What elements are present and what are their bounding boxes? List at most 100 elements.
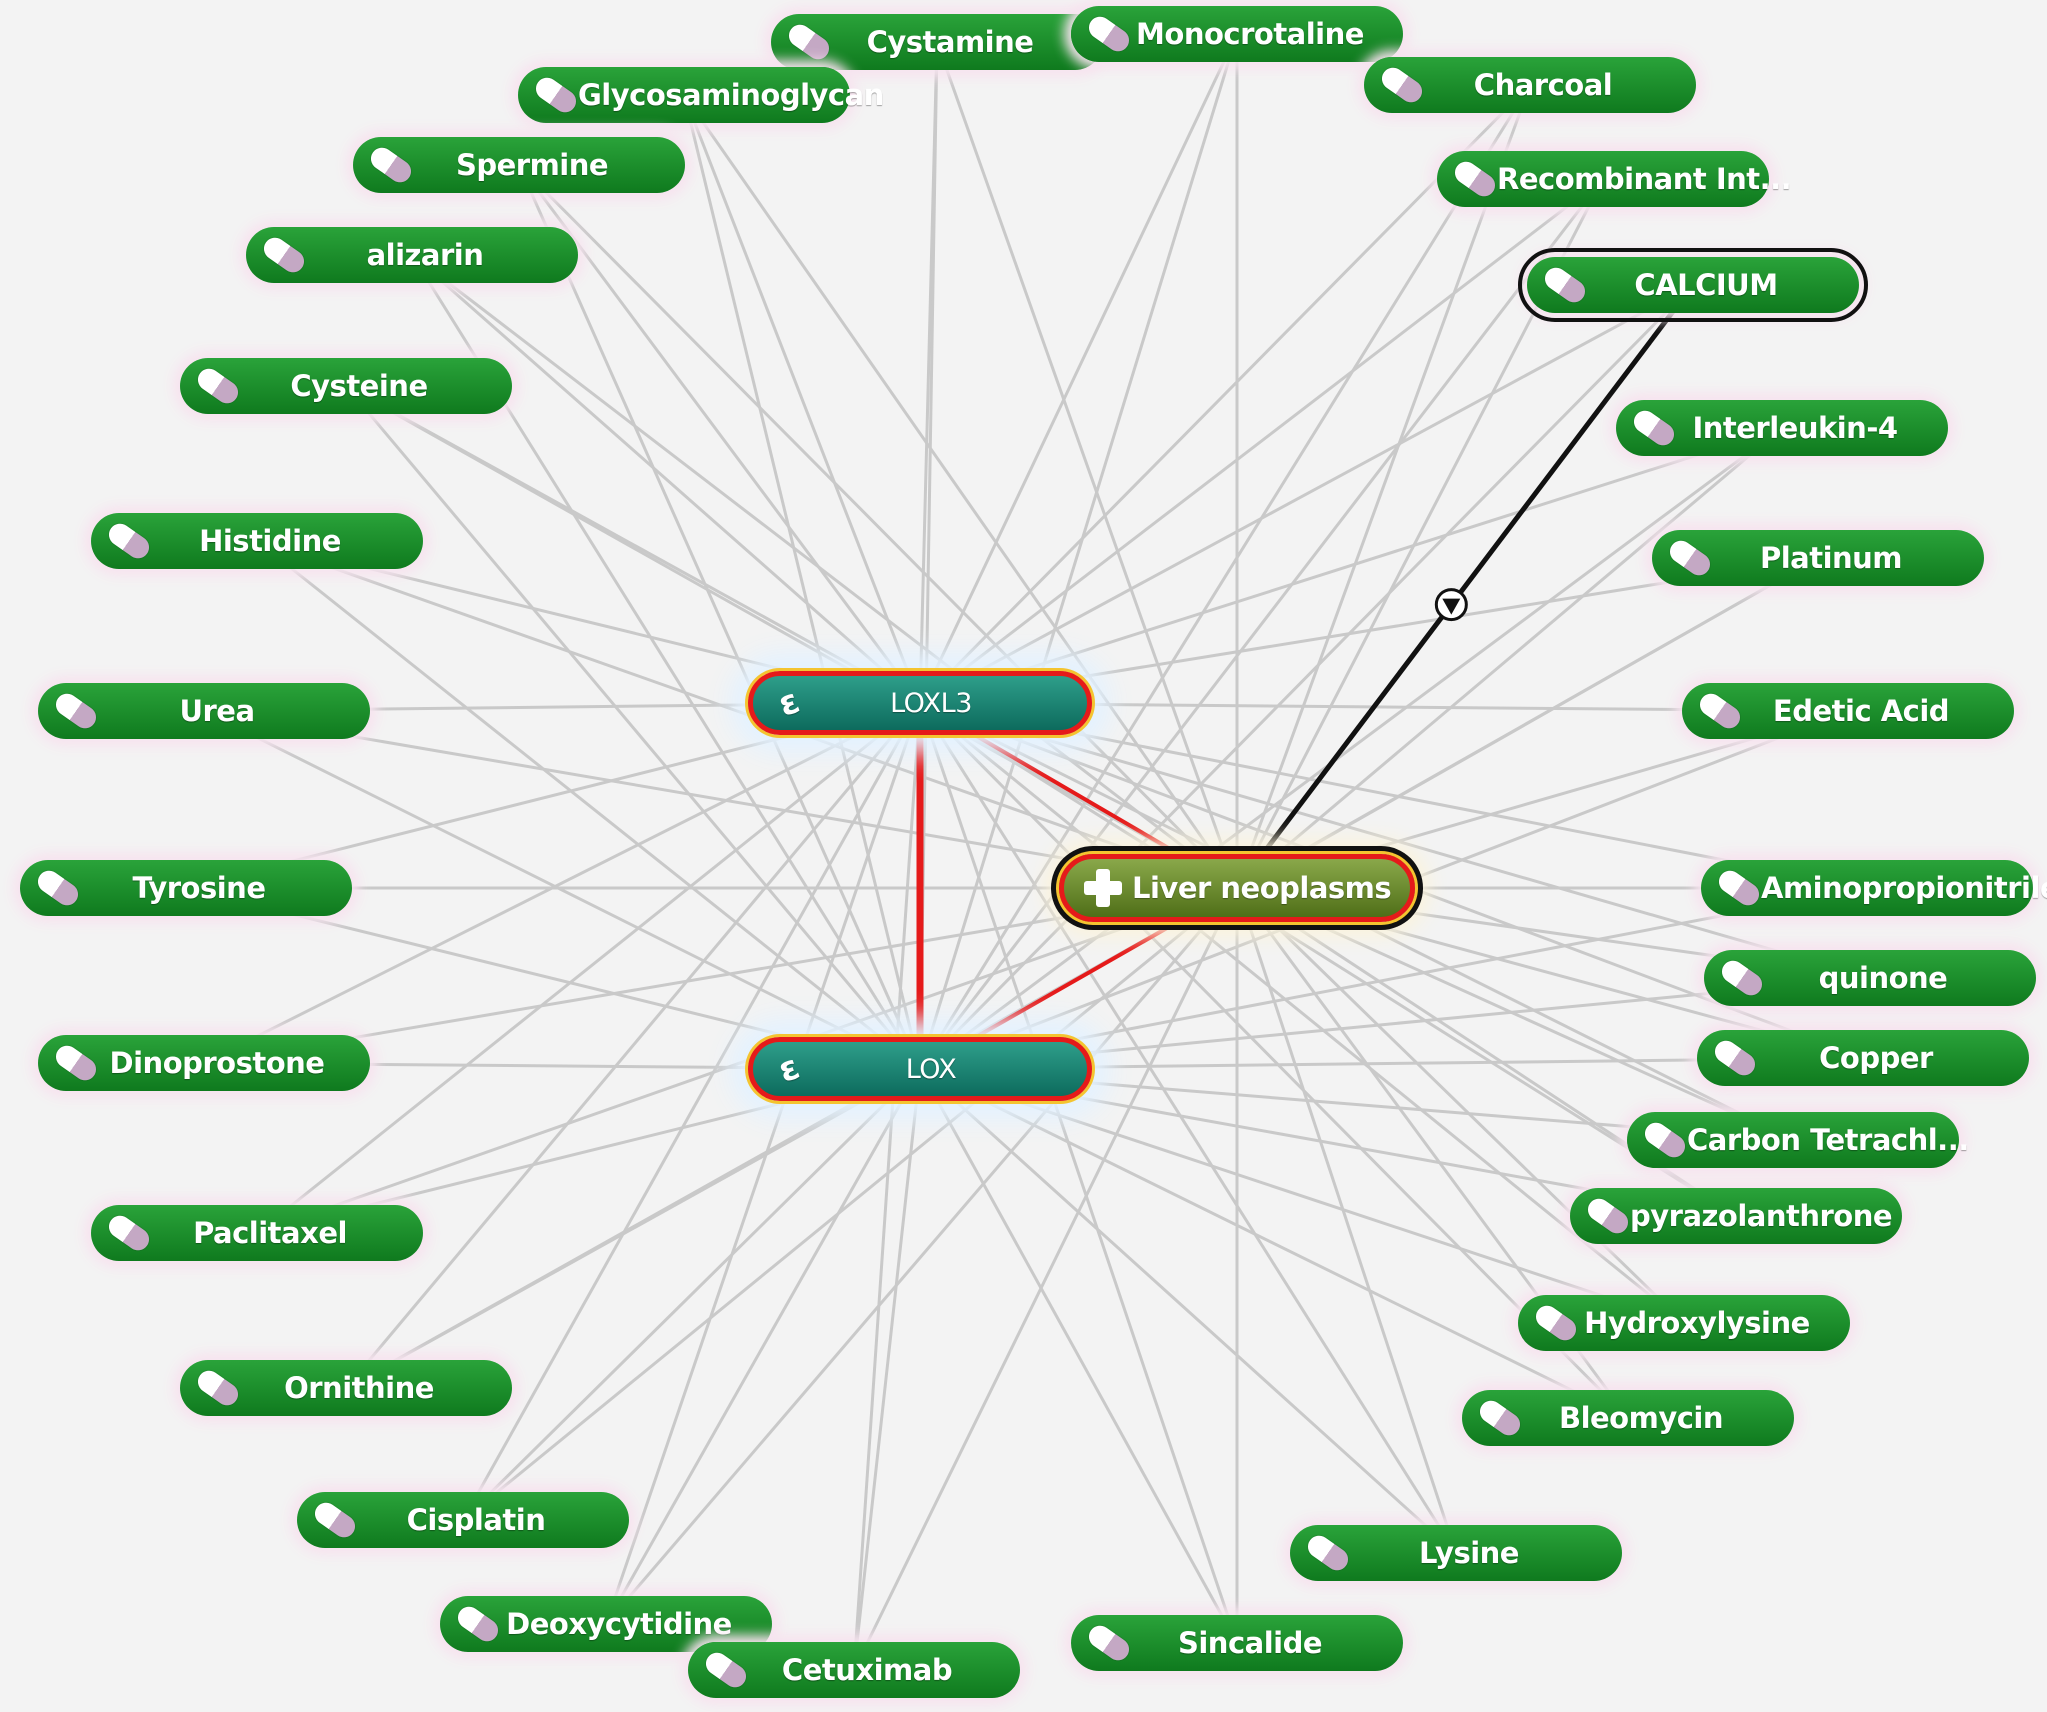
drug-node-cysteine[interactable]: Cysteine xyxy=(180,358,512,414)
edge-line xyxy=(1236,556,1819,890)
gene-label: LOXL3 xyxy=(890,687,972,719)
drug-node-carbon-tetrachloride[interactable]: Carbon Tetrachl... xyxy=(1627,1112,1969,1168)
edge-line xyxy=(517,163,1239,890)
drug-node-sincalide[interactable]: Sincalide xyxy=(1071,1615,1403,1671)
pill-icon xyxy=(104,519,154,563)
drug-label: Hydroxylysine xyxy=(1584,1306,1810,1340)
pill-icon xyxy=(701,1648,751,1692)
edge-line xyxy=(604,887,1239,1625)
drug-node-cetuximab[interactable]: Cetuximab xyxy=(688,1642,1020,1698)
edge-line xyxy=(919,426,1783,1071)
disease-node-liver-neoplasms[interactable]: Liver neoplasms xyxy=(1059,854,1415,922)
drug-node-glycosaminoglycan[interactable]: Glycosaminoglycan xyxy=(518,67,884,123)
selected-edge xyxy=(1235,283,1695,890)
gene-node-loxl3[interactable]: ε LOXL3 xyxy=(748,671,1092,735)
drug-node-monocrotaline[interactable]: Monocrotaline xyxy=(1071,6,1403,62)
drug-node-pyrazolanthrone[interactable]: pyrazolanthrone xyxy=(1570,1188,1902,1244)
drug-node-platinum[interactable]: Platinum xyxy=(1652,530,1984,586)
edge-line xyxy=(918,178,1605,1070)
drug-label: Lysine xyxy=(1419,1536,1519,1570)
pill-icon xyxy=(1531,1301,1581,1345)
pill-icon xyxy=(1084,12,1134,56)
edge-line xyxy=(919,701,1871,980)
edge-line xyxy=(517,164,922,1070)
drug-node-hydroxylysine[interactable]: Hydroxylysine xyxy=(1518,1295,1850,1351)
drug-label: Histidine xyxy=(199,524,341,558)
edge-line xyxy=(919,701,1737,1218)
drug-label: alizarin xyxy=(366,238,484,272)
edge-line xyxy=(461,1067,922,1522)
drug-label: Sincalide xyxy=(1177,1626,1323,1660)
pill-icon xyxy=(1303,1531,1353,1575)
edge-line xyxy=(935,41,1239,889)
drug-node-aminopropionitrile[interactable]: Aminopropionitrile xyxy=(1701,860,2047,916)
drug-node-lysine[interactable]: Lysine xyxy=(1290,1525,1622,1581)
pill-icon xyxy=(1665,536,1715,580)
edge-line xyxy=(203,701,921,1065)
edge-line xyxy=(918,33,1239,1070)
pill-icon xyxy=(310,1498,360,1542)
drug-node-paclitaxel[interactable]: Paclitaxel xyxy=(91,1205,423,1261)
pill-icon xyxy=(1629,406,1679,450)
pill-icon xyxy=(1640,1118,1690,1162)
drug-node-charcoal[interactable]: Charcoal xyxy=(1364,57,1696,113)
cross-icon xyxy=(1082,867,1124,909)
drug-node-calcium[interactable]: CALCIUM xyxy=(1518,248,1868,322)
gene-node-lox[interactable]: ε LOX xyxy=(748,1037,1092,1101)
drug-label: Paclitaxel xyxy=(193,1216,347,1250)
drug-node-dinoprostone[interactable]: Dinoprostone xyxy=(38,1035,370,1091)
drug-node-urea[interactable]: Urea xyxy=(38,683,370,739)
pill-icon xyxy=(784,20,834,64)
edge-line xyxy=(203,709,921,1071)
pill-icon xyxy=(259,233,309,277)
drug-label: Cisplatin xyxy=(406,1503,546,1537)
pill-icon xyxy=(1695,689,1745,733)
drug-label: Cetuximab xyxy=(781,1653,953,1687)
edge-line xyxy=(203,886,1238,1065)
edge-line xyxy=(411,253,1238,890)
gene-icon: ε xyxy=(773,680,805,726)
drug-node-recombinant[interactable]: Recombinant Int... xyxy=(1437,151,1792,207)
pill-icon xyxy=(1377,63,1427,107)
edge-line xyxy=(919,426,1783,705)
edge-line xyxy=(256,539,1238,890)
edge-line xyxy=(682,94,922,1070)
drug-node-cisplatin[interactable]: Cisplatin xyxy=(297,1492,629,1548)
drug-node-copper[interactable]: Copper xyxy=(1697,1030,2029,1086)
edge-line xyxy=(1236,426,1783,890)
edge-line xyxy=(852,1068,922,1671)
drug-node-cystamine[interactable]: Cystamine xyxy=(771,14,1103,70)
drug-node-deoxycytidine[interactable]: Deoxycytidine xyxy=(440,1596,772,1652)
pill-icon xyxy=(366,143,416,187)
drug-node-spermine[interactable]: Spermine xyxy=(353,137,685,193)
edge-line xyxy=(918,84,1532,1070)
pill-icon xyxy=(33,866,83,910)
drug-label: Edetic Acid xyxy=(1772,694,1950,728)
drug-node-histidine[interactable]: Histidine xyxy=(91,513,423,569)
disease-label: Liver neoplasms xyxy=(1132,871,1392,905)
edge-line xyxy=(919,701,1868,890)
drug-node-tyrosine[interactable]: Tyrosine xyxy=(20,860,352,916)
edge-line xyxy=(604,1068,922,1625)
edge-line xyxy=(344,702,922,1389)
drug-label: Tyrosine xyxy=(132,871,267,905)
edge-line xyxy=(256,539,921,1071)
drug-node-alizarin[interactable]: alizarin xyxy=(246,227,578,283)
edge-line xyxy=(919,701,1685,1325)
pill-icon xyxy=(1540,263,1590,307)
drug-node-edetic[interactable]: Edetic Acid xyxy=(1682,683,2014,739)
edge-line xyxy=(919,1067,1629,1420)
drug-node-ornithine[interactable]: Ornithine xyxy=(180,1360,512,1416)
edge-line xyxy=(918,702,1239,1644)
edge-line xyxy=(918,283,1695,1071)
drug-node-quinone[interactable]: quinone xyxy=(1704,950,2036,1006)
pill-icon xyxy=(453,1602,503,1646)
pill-icon xyxy=(51,689,101,733)
pill-icon xyxy=(193,364,243,408)
drug-label: quinone xyxy=(1818,961,1948,995)
drug-node-interleukin4[interactable]: Interleukin-4 xyxy=(1616,400,1948,456)
pill-icon xyxy=(104,1211,154,1255)
drug-node-bleomycin[interactable]: Bleomycin xyxy=(1462,1390,1794,1446)
drug-label: Bleomycin xyxy=(1558,1401,1724,1435)
